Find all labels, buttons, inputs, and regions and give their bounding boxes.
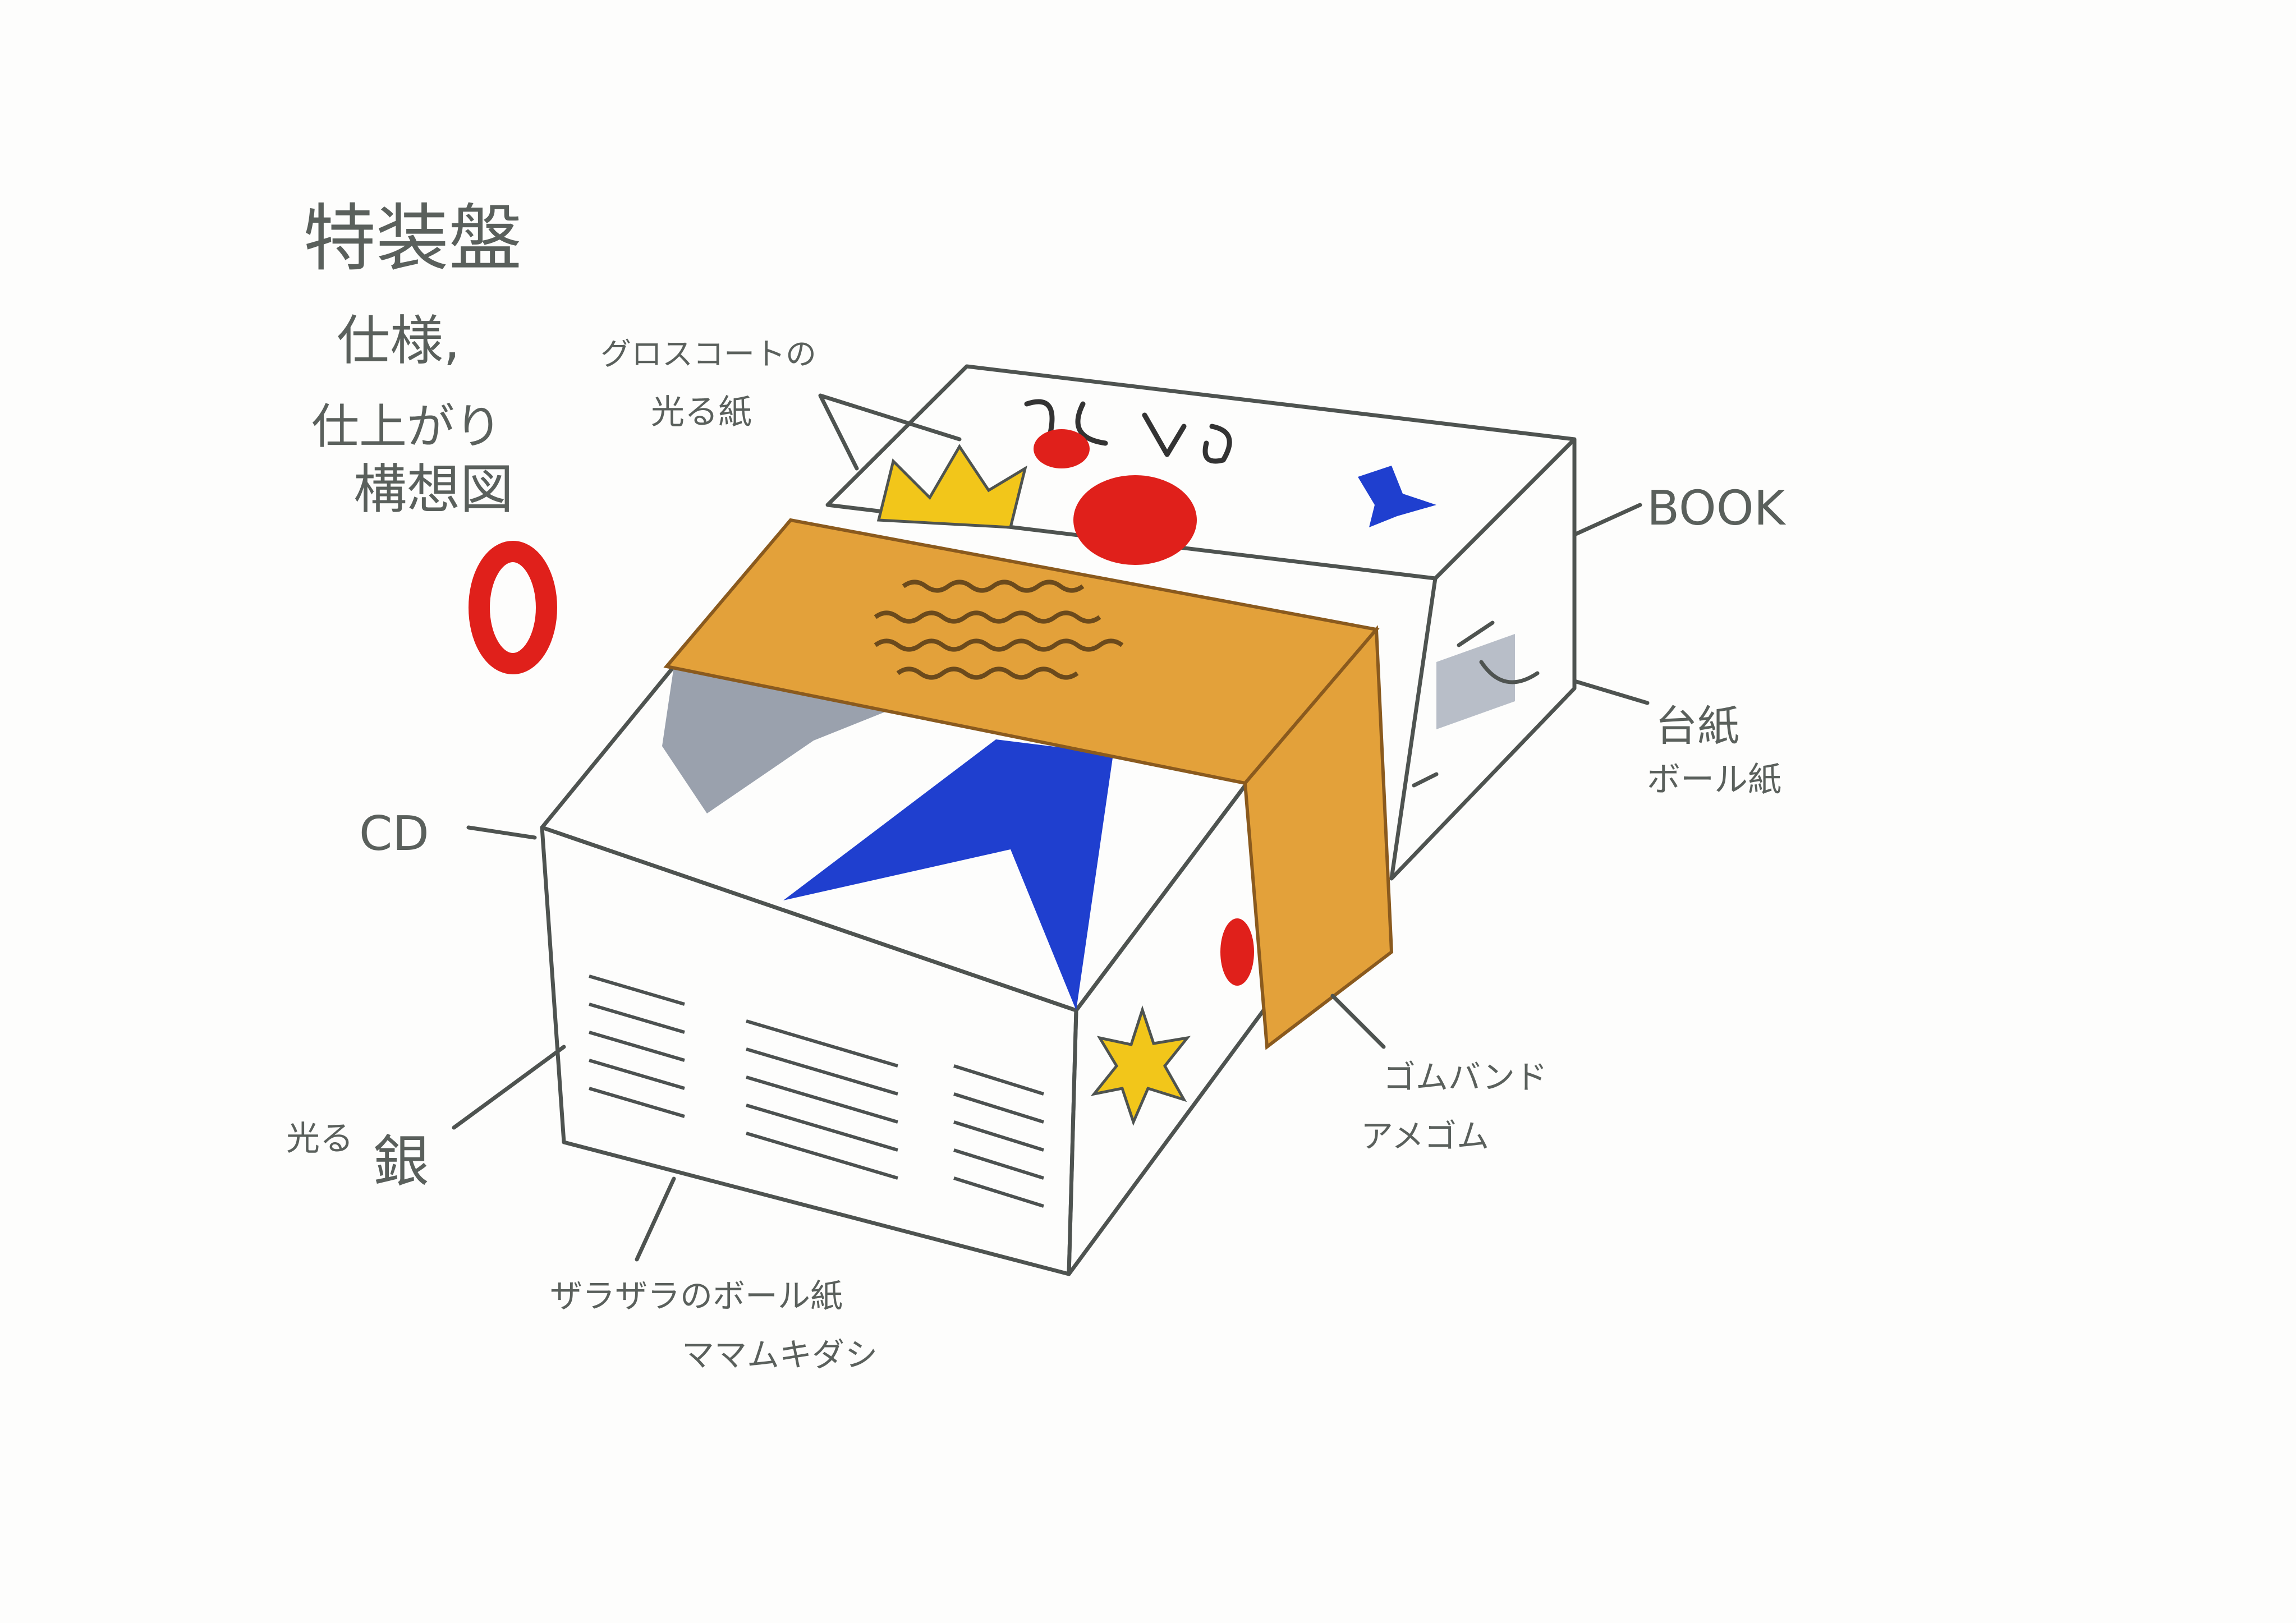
- silver-stripes: [589, 974, 1044, 1208]
- label-mount: 台紙: [1655, 701, 1739, 751]
- book-side-face: [1389, 437, 1577, 881]
- band-text-scribble: [874, 580, 1124, 680]
- label-exposed: ママムキダシ: [682, 1336, 878, 1374]
- label-rubber-band: ゴムバンド: [1383, 1058, 1547, 1096]
- title-line-2: 仕様,: [337, 310, 460, 372]
- label-silver: 銀: [373, 1129, 429, 1194]
- label-ame-gomu: アメゴム: [1361, 1117, 1489, 1155]
- blue-star-small: [1358, 466, 1436, 527]
- cd-top-shadow: [662, 666, 898, 813]
- book-box: [825, 364, 1577, 881]
- book-side-lettering: [1412, 620, 1540, 788]
- label-shiny: 光る: [286, 1119, 353, 1158]
- label-shiny-paper: 光る紙: [651, 393, 752, 432]
- title-line-3: 仕上がり: [311, 399, 502, 455]
- leader-lines: [452, 393, 1650, 1262]
- title-line-1: 特装盤: [303, 196, 522, 281]
- yellow-burst: [1090, 1005, 1191, 1126]
- label-cd: CD: [359, 806, 429, 862]
- red-blob-small: [1034, 429, 1090, 468]
- rubber-band: [663, 518, 1394, 1050]
- cd-right-face: [1067, 774, 1276, 1276]
- label-gloss-coat: グロスコートの: [600, 336, 816, 372]
- band-side: [1243, 625, 1394, 1050]
- label-book: BOOK: [1647, 481, 1787, 536]
- label-rough-board: ザラザラのボール紙: [550, 1277, 843, 1315]
- cd-case: [540, 664, 1276, 1276]
- book-title-strokes: [1024, 399, 1232, 464]
- red-dot-side: [1220, 918, 1254, 986]
- red-blob-large: [1073, 475, 1197, 565]
- blue-star-shape: [783, 739, 1113, 1010]
- yellow-crown: [876, 444, 1027, 529]
- label-cardboard: ボール紙: [1647, 760, 1781, 799]
- red-ring: [469, 541, 557, 674]
- title-line-4: 構想図: [353, 459, 513, 521]
- book-side-shade: [1436, 634, 1515, 729]
